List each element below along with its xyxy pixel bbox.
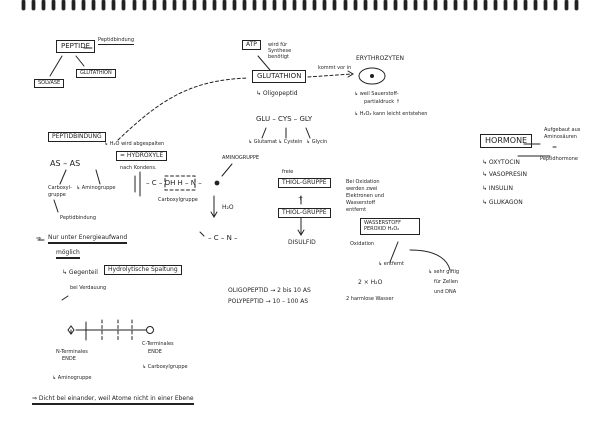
oligopeptid-note: ↳ Oligopeptid bbox=[256, 90, 298, 97]
hormone-item-vasopresin: ↳ VASOPRESIN bbox=[482, 171, 527, 178]
carboxylgruppe-chain: ↳ Carboxylgruppe bbox=[142, 364, 188, 370]
c-terminales-2: ENDE bbox=[148, 349, 162, 355]
hydroxyle-box: = HYDROXYLE bbox=[116, 151, 168, 161]
nur-line-2: möglich bbox=[56, 250, 80, 259]
atp-note: wird für Synthese benötigt bbox=[268, 42, 292, 60]
polypeptid-line: POLYPEPTID → 10 – 100 AS bbox=[228, 298, 309, 305]
structure-formula: – C – OH H – N – bbox=[146, 179, 202, 187]
bei-oxidation-5: entfernt bbox=[346, 207, 367, 213]
kondens-note: nach Kondens. bbox=[120, 165, 157, 171]
giftig-1: ↳ sehr giftig bbox=[428, 269, 460, 275]
glycin-label: ↳ Glycin bbox=[306, 139, 328, 145]
nur-prefix: ⇒ bbox=[36, 235, 42, 242]
water-label: H₂O bbox=[222, 204, 234, 211]
verdauung-label: bei Verdauung bbox=[70, 285, 107, 291]
carboxyl-label-1: Carboxyl- bbox=[48, 185, 72, 191]
harmlose-wasser: 2 harmlose Wasser bbox=[346, 296, 394, 302]
giftig-3: und DNA bbox=[434, 289, 457, 295]
as-as-eq: AS – AS bbox=[50, 159, 81, 168]
giftig-2: für Zellen bbox=[434, 279, 459, 285]
aminogruppe-struct-label: AMINOGRUPPE bbox=[222, 155, 260, 161]
h2o-abgespalten-note: ↳ H₂O wird abgespalten bbox=[104, 141, 165, 147]
n-terminales-1: N-Terminales bbox=[56, 349, 88, 355]
carboxylgruppe-struct-label: Carboxylgruppe bbox=[158, 197, 198, 203]
hormone-item-glukagon: ↳ GLUKAGON bbox=[482, 199, 523, 206]
hydrolytische-box: Hydrolytische Spaltung bbox=[104, 265, 182, 275]
hormone-equals: = bbox=[552, 144, 558, 151]
spiral-binding bbox=[22, 0, 578, 12]
hormone-item-insulin: ↳ INSULIN bbox=[482, 185, 513, 192]
aminogruppe-chain: ↳ Aminogruppe bbox=[52, 375, 92, 381]
hormone-side-1: Aufgebaut aus bbox=[544, 127, 581, 133]
thiol-box-1: THIOL-GRUPPE bbox=[278, 178, 331, 188]
erythro-note-1: ↳ weil Sauerstoff- bbox=[354, 91, 399, 97]
entfernt-label: ↳ entfernt bbox=[378, 261, 404, 267]
bottom-conclusion: ⇒ Dicht bei einander, weil Atome nicht i… bbox=[32, 396, 194, 405]
c-terminales-1: C-Terminales bbox=[142, 341, 174, 347]
cystein-label: ↳ Cystein bbox=[278, 139, 303, 145]
bei-oxidation-2: werden zwei bbox=[346, 186, 378, 192]
peptidbindung-box: PEPTIDBINDUNG bbox=[48, 132, 106, 142]
hormone-side-2: Aminosäuren bbox=[544, 134, 577, 140]
carboxyl-label-2: gruppe bbox=[48, 192, 66, 198]
solvase-box: SOLVASE bbox=[34, 79, 65, 88]
erythro-note-2: partialdruck ↑ bbox=[364, 99, 400, 105]
n-terminales-2: ENDE bbox=[62, 356, 76, 362]
freie-label: freie bbox=[282, 169, 294, 175]
thiol-box-2: THIOL-GRUPPE bbox=[278, 208, 331, 218]
thiol-plus: + bbox=[298, 195, 304, 202]
nur-line-1: Nur unter Energieaufwand bbox=[48, 235, 128, 244]
kommt-vor-note: kommt vor in bbox=[318, 65, 352, 71]
structure-product: – C – N – bbox=[208, 234, 238, 242]
disulfid-label: DISULFID bbox=[288, 239, 316, 246]
glutamat-label: ↳ Glutamat bbox=[248, 139, 278, 145]
oxidation-label: Oxidation bbox=[350, 241, 375, 247]
peptidbindung-aside: Peptidbindung bbox=[98, 37, 135, 45]
hormone-box: HORMONE bbox=[480, 134, 533, 148]
bei-oxidation-1: Bei Oxidation bbox=[346, 179, 380, 185]
aminogruppe-label: ↳ Aminogruppe bbox=[76, 185, 116, 191]
2xh2o: 2 × H₂O bbox=[358, 279, 383, 286]
peptidbindung-label: Peptidbindung bbox=[60, 215, 97, 221]
glu-cys-gly: GLU – CYS – GLY bbox=[256, 115, 313, 123]
erythro-note-3: ↳ H₂O₂ kann leicht entstehen bbox=[354, 111, 428, 117]
peptide-title: PEPTIDE bbox=[56, 40, 96, 53]
gegenteil-label: ↳ Gegenteil bbox=[62, 269, 98, 276]
glutathion-box: GLUTATHION bbox=[252, 70, 307, 83]
erythrozyten-title: ERYTHROZYTEN bbox=[356, 55, 405, 62]
hormone-side-3: Peptidhormone bbox=[540, 156, 578, 162]
hormone-item-oxytocin: ↳ OXYTOCIN bbox=[482, 159, 520, 166]
atp-box: ATP bbox=[242, 40, 261, 50]
wasserstoffperoxid-box: WASSERSTOFF PEROXID H₂O₂ bbox=[360, 218, 420, 235]
bei-oxidation-4: Wasserstoff bbox=[346, 200, 376, 206]
oligopeptid-line: OLIGOPEPTID → 2 bis 10 AS bbox=[228, 287, 311, 294]
glutathion-small-box: GLUTATHION bbox=[76, 69, 116, 78]
bei-oxidation-3: Elektronen und bbox=[346, 193, 385, 199]
